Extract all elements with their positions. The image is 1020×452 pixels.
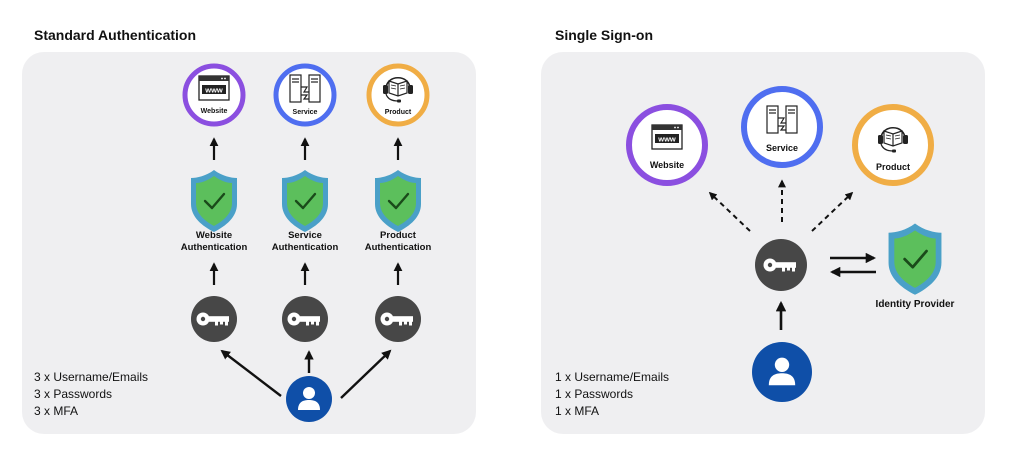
product-target-label: Product: [385, 109, 412, 116]
sso-notes: 1 x Username/Emails 1 x Passwords 1 x MF…: [555, 369, 669, 420]
identity-exchange-arrows: [829, 252, 877, 278]
sso-user-node: [752, 342, 812, 402]
product-target: Product: [366, 63, 430, 127]
website-target-label: Website: [650, 160, 684, 170]
user-node: [286, 376, 332, 422]
standard-auth-title: Standard Authentication: [34, 27, 197, 43]
website-target-label: Website: [201, 108, 228, 115]
service-target: Service: [741, 86, 823, 168]
standard-auth-notes: 3 x Username/Emails 3 x Passwords 3 x MF…: [34, 369, 148, 420]
note-passwords: 3 x Passwords: [34, 387, 113, 401]
shield-check-icon: [280, 168, 330, 234]
sso-key-to-target-arrows: [708, 179, 854, 232]
note-passwords: 1 x Passwords: [555, 387, 634, 401]
key-to-auth-arrows: [209, 262, 403, 285]
auth-to-target-arrows: [209, 137, 403, 160]
identity-provider-label: Identity Provider: [876, 299, 955, 310]
shield-check-icon: [887, 222, 943, 297]
note-mfa: 1 x MFA: [555, 404, 600, 418]
website-auth-label-line1: Website: [196, 230, 232, 241]
website-target: Website: [626, 104, 708, 186]
service-auth-label-line2: Authentication: [272, 242, 339, 253]
product-target: Product: [852, 104, 934, 186]
note-usernames: 1 x Username/Emails: [555, 370, 670, 384]
www-browser-icon: [651, 124, 683, 150]
key-node: [375, 296, 421, 342]
shield-check-icon: [373, 168, 423, 234]
product-auth-label-line1: Product: [380, 230, 417, 241]
website-target: Website: [182, 63, 246, 127]
service-target: Service: [273, 63, 337, 127]
service-target-label: Service: [766, 143, 798, 153]
note-mfa: 3 x MFA: [34, 404, 79, 418]
sso-title: Single Sign-on: [555, 27, 653, 43]
website-auth-label-line2: Authentication: [181, 242, 248, 253]
service-auth-label-line1: Service: [288, 230, 322, 241]
service-target-label: Service: [293, 109, 318, 116]
key-node: [282, 296, 328, 342]
product-auth-label-line2: Authentication: [365, 242, 432, 253]
identity-provider-shield: [887, 222, 943, 297]
sso-key-node: [755, 239, 807, 291]
key-node: [191, 296, 237, 342]
www-browser-icon: [198, 75, 230, 101]
product-target-label: Product: [876, 162, 910, 172]
shield-check-icon: [189, 168, 239, 234]
user-to-key-arrows: [220, 349, 392, 399]
note-usernames: 3 x Username/Emails: [34, 370, 149, 384]
